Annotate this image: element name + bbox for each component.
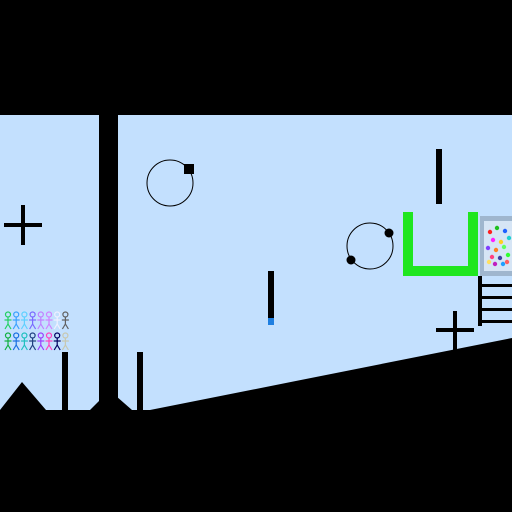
- switch-tip: [268, 318, 274, 325]
- colored-ball: [504, 259, 510, 265]
- ground-terrain: [0, 338, 512, 512]
- stickman: [20, 332, 28, 351]
- stickman: [37, 332, 45, 351]
- stickman: [37, 311, 45, 330]
- colored-ball: [489, 254, 495, 260]
- stickman-crowd: [4, 311, 69, 351]
- colored-balls: [485, 225, 512, 267]
- ball-weight: [384, 228, 394, 238]
- stickman: [53, 332, 61, 351]
- stickman: [61, 311, 69, 330]
- stickman: [20, 311, 28, 330]
- stickman: [4, 311, 12, 330]
- colored-ball: [498, 239, 504, 245]
- stickman: [4, 332, 12, 351]
- colored-ball: [501, 244, 507, 250]
- left-post: [62, 352, 68, 410]
- square-weight: [184, 164, 194, 174]
- stickman: [45, 311, 53, 330]
- colored-ball: [485, 245, 491, 251]
- right-post: [137, 352, 143, 410]
- stickman: [61, 332, 69, 351]
- colored-ball: [494, 225, 500, 231]
- stickman: [12, 311, 20, 330]
- stickman: [53, 311, 61, 330]
- stickman: [45, 332, 53, 351]
- colored-ball: [502, 228, 508, 234]
- orbit-rotator-square[interactable]: [146, 159, 194, 207]
- crate-stand: [478, 276, 512, 326]
- switch-lever[interactable]: [268, 271, 274, 325]
- orbit-rotator-balls[interactable]: [346, 222, 394, 270]
- stickman: [12, 332, 20, 351]
- colored-ball: [505, 252, 511, 258]
- colored-ball: [486, 259, 492, 265]
- stickman: [29, 311, 37, 330]
- ball-crate: [480, 216, 512, 276]
- colored-ball: [497, 255, 503, 261]
- ball-weight: [346, 255, 356, 265]
- colored-ball: [490, 237, 496, 243]
- central-pillar: [99, 115, 118, 407]
- plus-icon: [4, 205, 42, 245]
- colored-ball: [493, 247, 499, 253]
- colored-ball: [500, 261, 506, 267]
- colored-ball: [487, 229, 493, 235]
- plus-icon: [436, 311, 474, 351]
- hanging-bar: [436, 149, 442, 204]
- green-bucket: [403, 212, 478, 276]
- stickman: [29, 332, 37, 351]
- colored-ball: [506, 235, 512, 241]
- colored-ball: [492, 261, 498, 267]
